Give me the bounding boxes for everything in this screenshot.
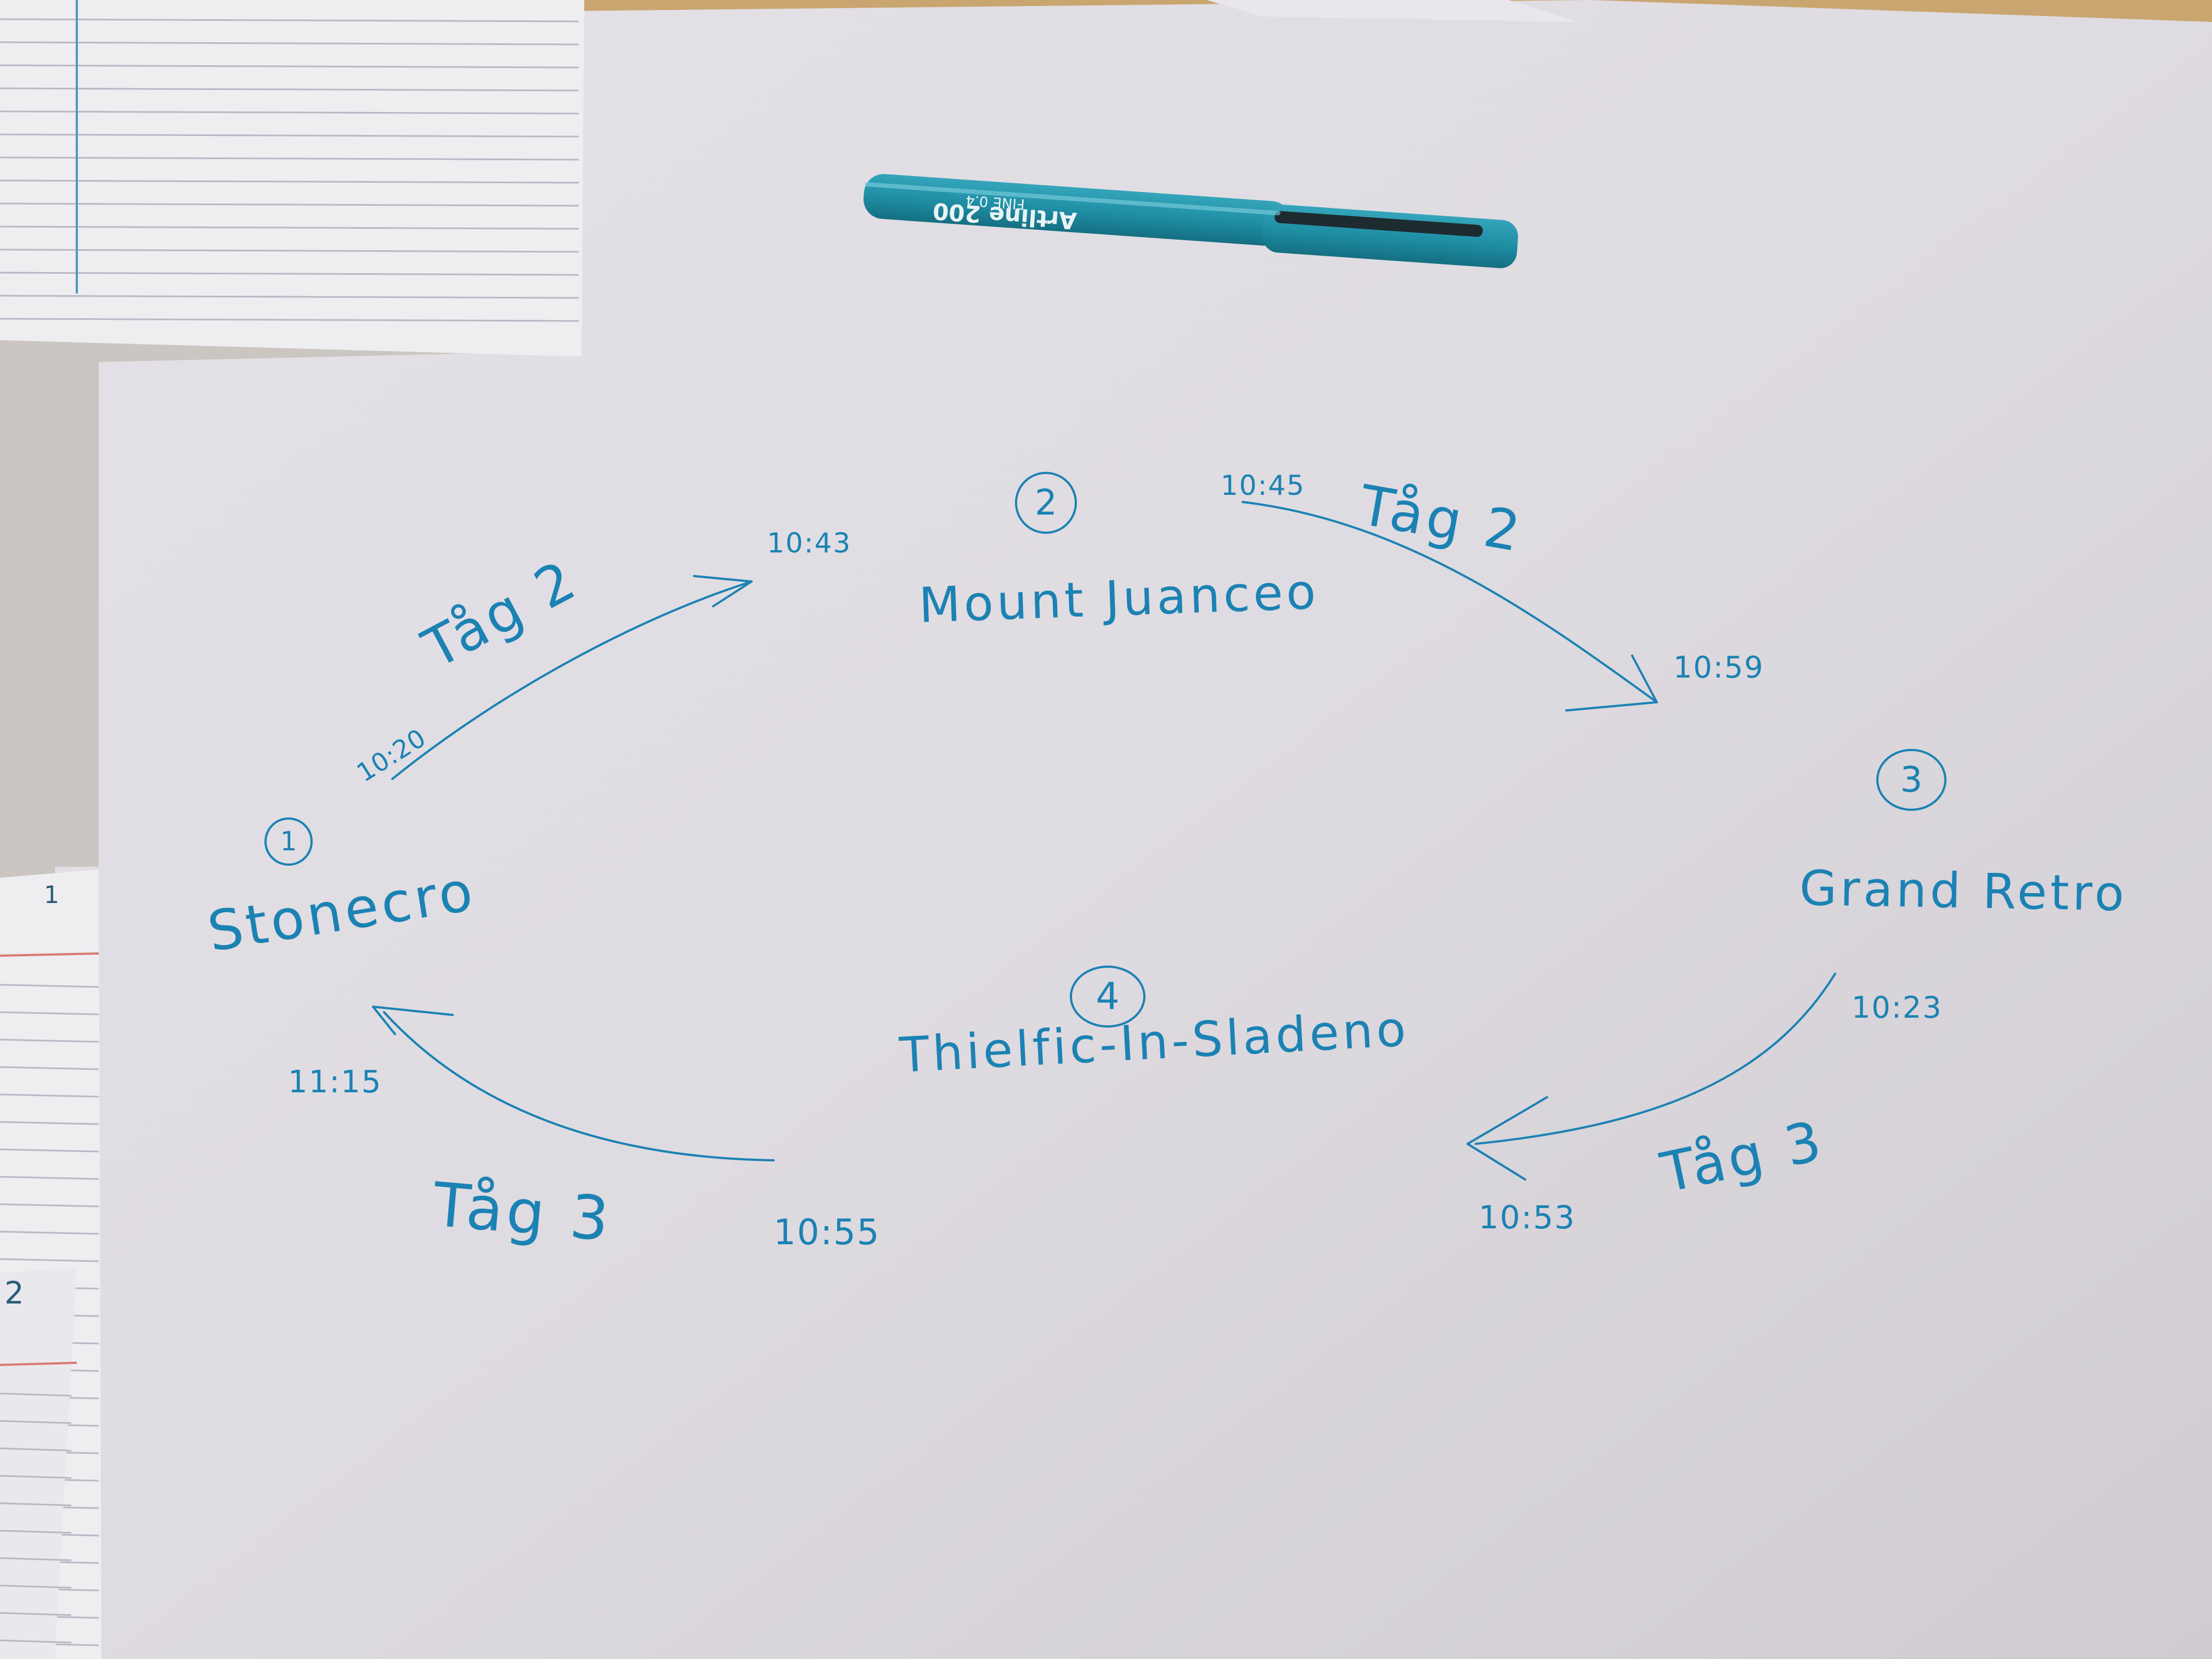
- ruled-line: [0, 984, 99, 988]
- ruled-line: [0, 1093, 99, 1098]
- ruled-line: [0, 295, 579, 299]
- arrival-time-route-2: 10:59: [1673, 650, 1764, 685]
- ruled-line: [0, 1447, 72, 1452]
- pen-size-text: FINE 0.4: [965, 191, 1026, 212]
- arrow-route-3: [1475, 973, 1836, 1145]
- train-label-route-4: Tåg 3: [430, 1169, 615, 1255]
- ruled-line: [0, 41, 579, 46]
- arrow-head-2: [1565, 654, 1658, 712]
- departure-time-route-2: 10:45: [1221, 470, 1306, 501]
- ruled-line: [0, 179, 579, 184]
- arrival-time-route-4: 11:15: [288, 1064, 382, 1100]
- card-number-1: 1: [44, 881, 59, 909]
- pen: [864, 174, 1519, 268]
- arrow-route-4: [383, 1011, 775, 1161]
- lined-card-top-left: [0, 0, 584, 357]
- ruled-line: [0, 202, 579, 207]
- ruled-line: [0, 133, 579, 138]
- card-number-2: 2: [4, 1276, 24, 1311]
- ruled-line: [0, 318, 579, 322]
- large-paper-sheet: [55, 0, 2212, 1659]
- ruled-line: [0, 110, 579, 115]
- arrow-route-2: [1242, 501, 1658, 703]
- ruled-line: [0, 1392, 72, 1397]
- station-number-1: 1: [264, 817, 313, 866]
- station-number-3: 3: [1876, 749, 1946, 811]
- pen-highlight: [864, 182, 1281, 216]
- ruled-line: [0, 1231, 99, 1235]
- ruled-line: [0, 1203, 99, 1207]
- ruled-line: [0, 1639, 72, 1644]
- ruled-line: [0, 1148, 99, 1153]
- arrival-time-route-1: 10:43: [767, 527, 852, 559]
- departure-time-route-3: 10:23: [1852, 990, 1943, 1025]
- ruled-line: [0, 1612, 72, 1616]
- card-ruled-lines: [0, 18, 579, 322]
- station-name-2: Mount Juanceo: [918, 563, 1320, 634]
- arrow-head-1: [693, 575, 753, 607]
- card-red-margin-line: [0, 1362, 77, 1366]
- paper-corner-top: [1207, 0, 1580, 22]
- pen-clip: [1274, 211, 1483, 237]
- ruled-line: [0, 18, 579, 22]
- arrow-head-3: [1466, 1096, 1548, 1181]
- ruled-line: [0, 249, 579, 253]
- station-name-3: Grand Retro: [1799, 860, 2128, 922]
- arrow-route-1: [391, 580, 753, 780]
- arrow-head-4: [372, 1006, 454, 1035]
- ruled-line: [0, 1039, 99, 1043]
- card-red-margin-line: [0, 952, 99, 957]
- card-ruled-lines-left: [0, 984, 99, 1646]
- ruled-line: [0, 1121, 99, 1125]
- ruled-line: [0, 225, 579, 230]
- ruled-line: [0, 156, 579, 161]
- ruled-line: [0, 1530, 72, 1534]
- route-arrows: [372, 501, 1836, 1181]
- ruled-line: [0, 1502, 72, 1506]
- ruled-line: [0, 272, 579, 276]
- ruled-line: [0, 87, 579, 92]
- ruled-line: [0, 1011, 99, 1015]
- ruled-line: [0, 1420, 72, 1424]
- ruled-line: [0, 1557, 72, 1561]
- card-ruled-lines-left-2: [0, 1392, 72, 1644]
- arrival-time-route-3: 10:53: [1479, 1199, 1576, 1236]
- ruled-line: [0, 64, 579, 69]
- station-number-2: 2: [1015, 472, 1077, 534]
- ruled-line: [0, 1258, 99, 1262]
- station-number-4: 4: [1070, 966, 1146, 1028]
- departure-time-route-4: 10:55: [774, 1212, 881, 1253]
- ruled-line: [0, 1475, 72, 1479]
- ruled-line: [0, 1176, 99, 1180]
- ruled-line: [0, 1584, 72, 1589]
- ruled-line: [0, 1066, 99, 1070]
